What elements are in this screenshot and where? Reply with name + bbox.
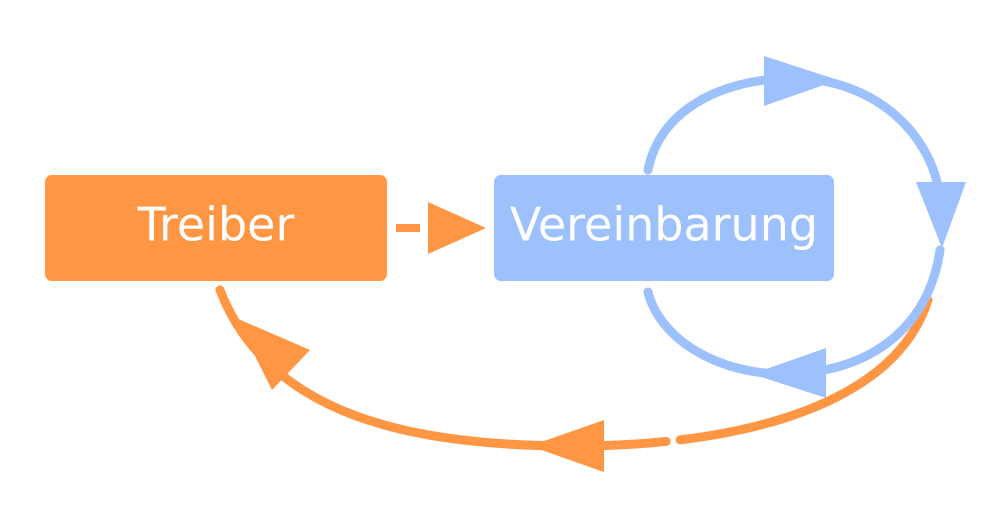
node-driver-label: Treiber: [137, 198, 295, 252]
return-arrowhead-upper: [236, 318, 310, 390]
node-driver-box: [45, 175, 387, 281]
edge-driver-to-agreement: [396, 202, 486, 254]
edge-agreement-to-driver: [215, 285, 933, 472]
return-arrowhead-lower: [530, 420, 604, 472]
cycle-arrowhead-right: [916, 182, 966, 248]
node-driver: Treiber: [45, 175, 387, 281]
cycle-arrowhead-bottom: [752, 348, 826, 398]
node-agreement: Vereinbarung: [494, 175, 834, 281]
cycle-arrowhead-top: [764, 56, 838, 106]
edge-agreement-cycle: [643, 56, 966, 398]
node-agreement-label: Vereinbarung: [510, 198, 818, 252]
connector-arrowhead: [428, 202, 486, 254]
node-agreement-box: [494, 175, 834, 281]
